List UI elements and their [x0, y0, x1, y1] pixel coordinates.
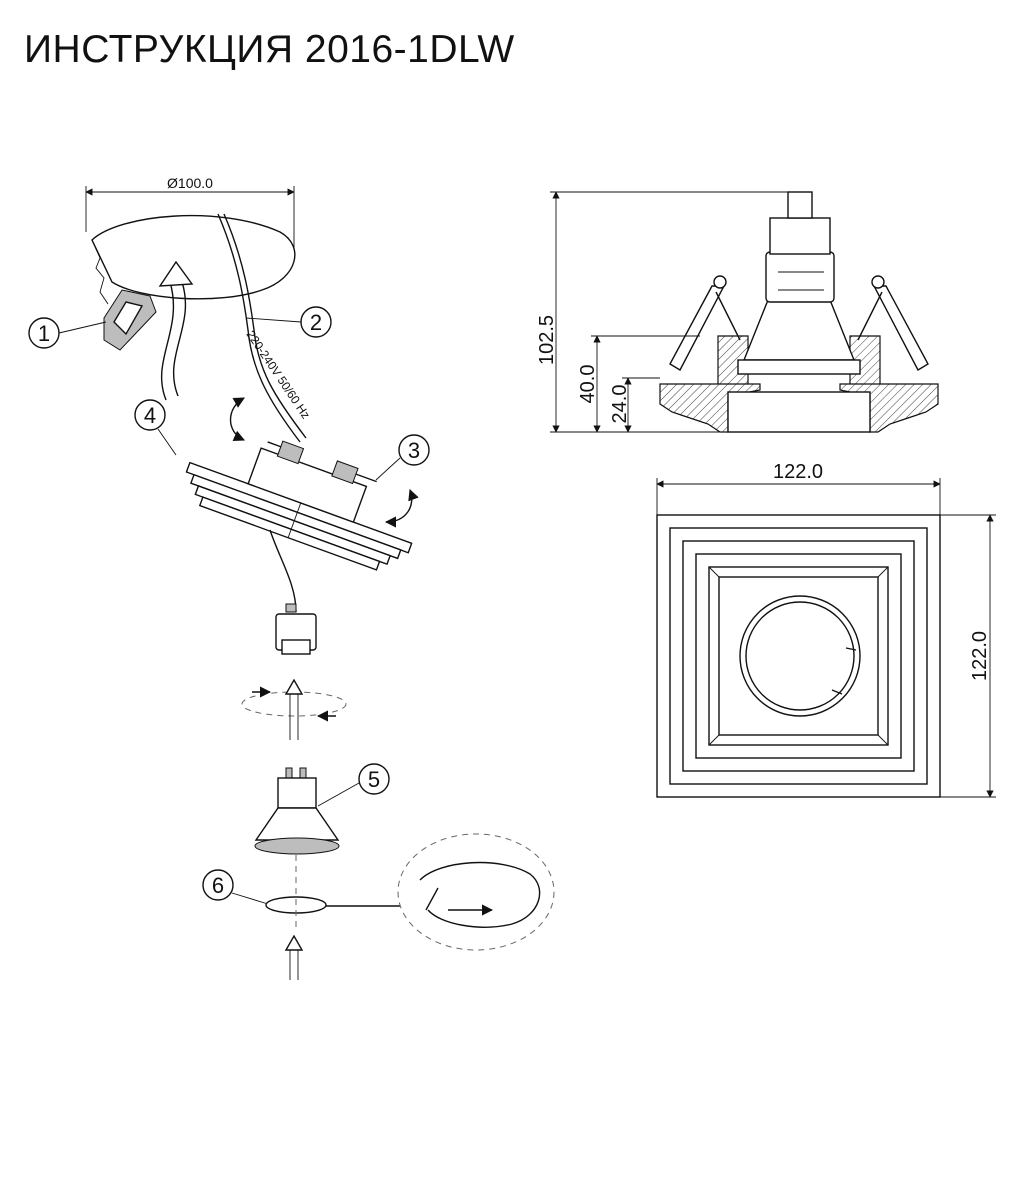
- width-side-dimension: 122.0: [969, 631, 991, 681]
- push-arrow: [284, 934, 304, 980]
- rotate-hint: [241, 678, 347, 740]
- install-arrow: [158, 260, 194, 401]
- svg-text:2: 2: [310, 310, 322, 335]
- svg-text:3: 3: [408, 438, 420, 463]
- side-section-view: 102.5 40.0 24.0: [536, 191, 939, 433]
- height-24-dimension: 24.0: [609, 385, 631, 424]
- callout-4: 4: [134, 399, 177, 456]
- turn-arrows: [229, 397, 419, 528]
- page-title: ИНСТРУКЦИЯ 2016-1DLW: [24, 28, 515, 71]
- spring-clip: [103, 289, 157, 351]
- svg-text:4: 4: [144, 403, 156, 428]
- callout-3: 3: [375, 434, 430, 481]
- height-40-dimension: 40.0: [577, 365, 599, 404]
- callout-1: 1: [28, 317, 107, 349]
- gu10-lamp: [254, 767, 340, 855]
- svg-text:5: 5: [368, 767, 380, 792]
- width-top-dimension: 122.0: [773, 461, 823, 483]
- ceiling-cutout: Ø100.0: [85, 175, 296, 305]
- luminaire-body: [185, 440, 413, 571]
- svg-text:6: 6: [212, 873, 224, 898]
- diameter-dimension: Ø100.0: [167, 175, 213, 191]
- callout-6: 6: [202, 869, 269, 905]
- callout-5: 5: [317, 763, 390, 807]
- voltage-label: 220-240V 50/60 Hz: [244, 328, 313, 422]
- callout-2: 2: [245, 306, 332, 338]
- height-total-dimension: 102.5: [536, 315, 558, 365]
- retaining-ring: [265, 833, 555, 951]
- svg-text:1: 1: [38, 321, 50, 346]
- top-view: 122.0 122.0: [656, 461, 996, 798]
- lamp-socket: [269, 529, 317, 655]
